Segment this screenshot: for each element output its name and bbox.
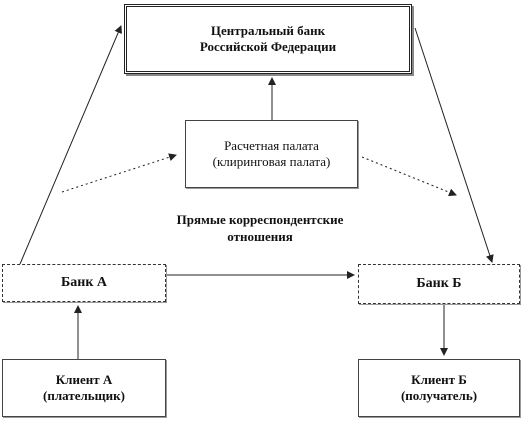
clearing-house-line1: Расчетная палата	[224, 137, 319, 153]
bank-b-box: Банк Б	[358, 264, 520, 304]
bank-a-box: Банк А	[2, 264, 166, 302]
relations-label-line1: Прямые корреспондентские	[176, 212, 344, 227]
client-a-line1: Клиент А	[55, 371, 113, 387]
relations-label-line2: отношения	[227, 228, 293, 244]
central-bank-line2: Российской Федерации	[199, 39, 337, 54]
arrow-bank-a-to-central-bank	[19, 25, 122, 265]
clearing-house-box: Расчетная палата (клиринговая палата)	[185, 120, 358, 188]
central-bank-line1: Центральный банк	[210, 22, 326, 38]
central-bank-box: Центральный банк Российской Федерации	[124, 4, 412, 74]
client-b-line1: Клиент Б	[411, 371, 467, 387]
client-b-box: Клиент Б (получатель)	[358, 359, 520, 417]
relations-label: Прямые корреспондентские отношения	[150, 212, 370, 246]
bank-a-label: Банк А	[61, 275, 107, 291]
clearing-house-line2: (клиринговая палата)	[212, 154, 331, 169]
arrow-dotted-to-clearing	[61, 153, 177, 193]
arrow-dotted-from-clearing	[361, 156, 457, 197]
bank-b-label: Банк Б	[416, 276, 462, 292]
client-b-line2: (получатель)	[400, 388, 478, 403]
client-a-box: Клиент А (плательщик)	[2, 359, 166, 417]
client-a-line2: (плательщик)	[43, 388, 125, 403]
arrow-central-bank-to-bank-b	[414, 27, 494, 263]
